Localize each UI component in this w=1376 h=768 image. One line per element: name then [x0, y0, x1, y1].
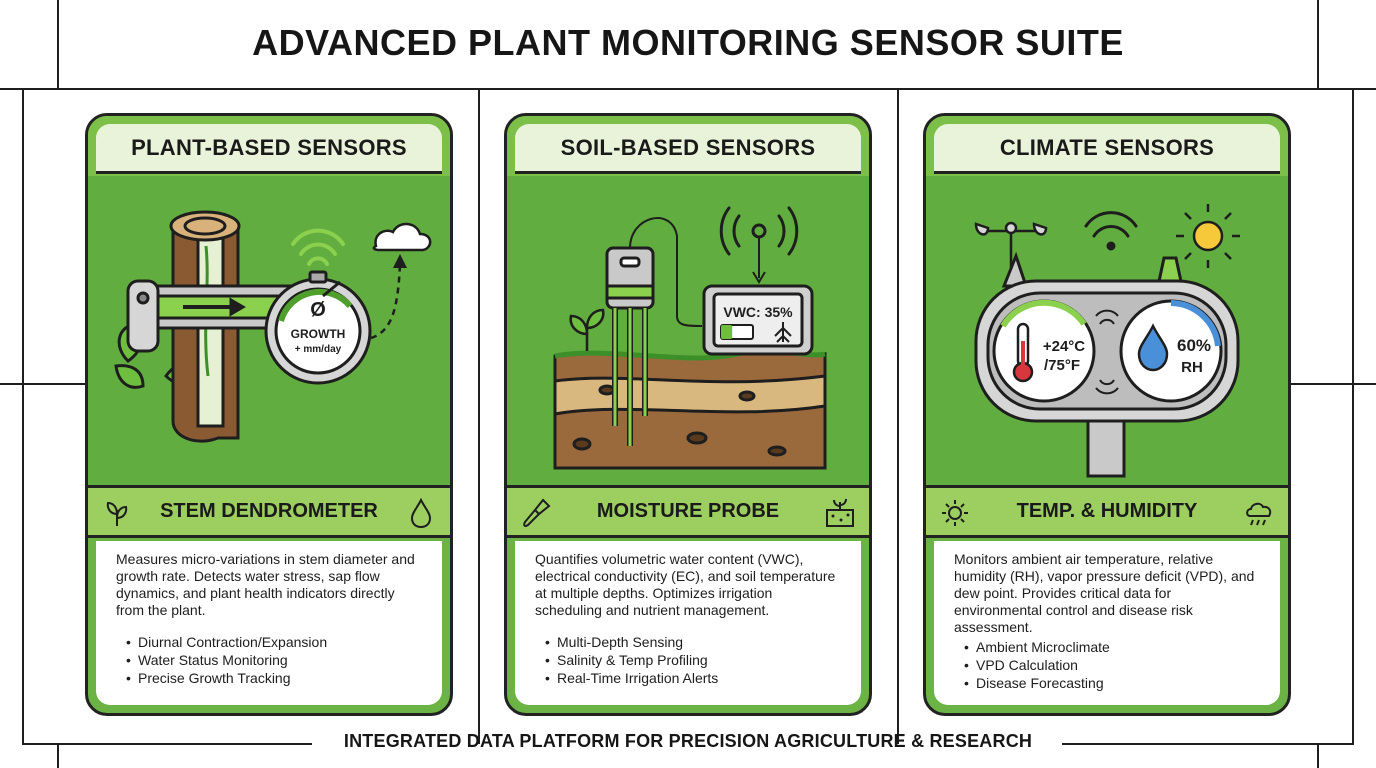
sensor-description: Monitors ambient air temperature, relati… [954, 551, 1255, 635]
list-item: Ambient Microclimate [964, 638, 1262, 656]
card-climate-sensors: CLIMATE SENSORS [923, 113, 1291, 716]
frame-horizontal-top [0, 88, 1376, 90]
card-header: CLIMATE SENSORS [926, 116, 1288, 176]
sensor-description: Quantifies volumetric water content (VWC… [535, 551, 836, 618]
card-soil-based-sensors: SOIL-BASED SENSORS [504, 113, 872, 716]
sensor-title-bar: MOISTURE PROBE [507, 488, 869, 538]
frame-right-inner [1352, 88, 1354, 744]
card-header-label: CLIMATE SENSORS [934, 124, 1280, 174]
sensor-title-bar: TEMP. & HUMIDITY [926, 488, 1288, 538]
humidity-unit: RH [1181, 359, 1203, 376]
wireless-signal-icon [1084, 211, 1138, 251]
list-item: Disease Forecasting [964, 674, 1262, 692]
feature-list: Ambient Microclimate VPD Calculation Dis… [954, 638, 1262, 692]
wireless-signal-icon [291, 228, 345, 266]
list-item: Diurnal Contraction/Expansion [126, 633, 424, 651]
cloud-icon [372, 222, 432, 252]
list-item: Water Status Monitoring [126, 651, 424, 669]
dendrometer-clamp [126, 279, 305, 353]
wireless-signal-icon [719, 206, 799, 256]
list-item: Real-Time Irrigation Alerts [545, 669, 843, 687]
frame-line-top-right [1317, 0, 1319, 88]
feature-list: Multi-Depth Sensing Salinity & Temp Prof… [535, 633, 843, 687]
frame-divider-1 [478, 88, 480, 744]
sensor-description: Measures micro-variations in stem diamet… [116, 551, 415, 618]
sensor-description-box: Monitors ambient air temperature, relati… [934, 541, 1280, 705]
sprout-icon [106, 501, 128, 526]
sun-icon [1176, 204, 1240, 268]
card-header: SOIL-BASED SENSORS [507, 116, 869, 176]
frame-horizontal-mid-right [1291, 383, 1376, 385]
anemometer-icon [974, 221, 1048, 276]
sensor-description-box: Measures micro-variations in stem diamet… [96, 541, 442, 705]
frame-divider-2 [897, 88, 899, 744]
gauge-label: GROWTH [291, 327, 346, 341]
frame-horizontal-mid [0, 383, 85, 385]
list-item: Salinity & Temp Profiling [545, 651, 843, 669]
feature-list: Diurnal Contraction/Expansion Water Stat… [116, 633, 424, 687]
sensor-title: TEMP. & HUMIDITY [1016, 500, 1198, 522]
frame-horizontal-bottom-right [1062, 743, 1354, 745]
rain-cloud-icon [1246, 502, 1272, 526]
frame-line-top [57, 0, 59, 88]
thermometer-icon [1012, 322, 1034, 383]
frame-left-inner [22, 88, 24, 744]
gauge-symbol: Ø [310, 299, 326, 321]
water-drop-icon [410, 497, 432, 529]
soil-cross-section [553, 348, 827, 470]
temperature-fahrenheit: /75°F [1044, 357, 1080, 374]
moisture-probe-illustration: VWC: 35% [507, 176, 869, 488]
sensor-title: STEM DENDROMETER [160, 500, 378, 522]
sensor-description-box: Quantifies volumetric water content (VWC… [515, 541, 861, 705]
growth-gauge [264, 270, 372, 385]
seedling-icon [569, 308, 605, 351]
vwc-reading: VWC: 35% [723, 304, 793, 320]
trowel-icon [523, 498, 551, 527]
gauge-unit: + mm/day [295, 344, 342, 355]
card-header: PLANT-BASED SENSORS [88, 116, 450, 176]
weather-station-body [974, 251, 1240, 478]
soil-sample-icon [826, 498, 854, 527]
frame-right-lower [1317, 743, 1319, 768]
stem-dendrometer-illustration: Ø GROWTH + mm/day [88, 176, 450, 488]
list-item: Precise Growth Tracking [126, 669, 424, 687]
moisture-probe [605, 217, 703, 446]
sensor-title: MOISTURE PROBE [596, 500, 780, 522]
list-item: Multi-Depth Sensing [545, 633, 843, 651]
humidity-drop-icon [1137, 323, 1169, 372]
card-plant-based-sensors: PLANT-BASED SENSORS [85, 113, 453, 716]
card-header-label: PLANT-BASED SENSORS [96, 124, 442, 174]
climate-station-illustration: +24°C /75°F 60% RH [926, 176, 1288, 488]
humidity-value: 60% [1177, 336, 1211, 355]
frame-left-lower [57, 743, 59, 768]
card-header-label: SOIL-BASED SENSORS [515, 124, 861, 174]
footer-tagline: INTEGRATED DATA PLATFORM FOR PRECISION A… [343, 731, 1033, 751]
sun-icon [942, 500, 968, 526]
page-title: ADVANCED PLANT MONITORING SENSOR SUITE [252, 22, 1124, 63]
reader-display [702, 238, 814, 356]
sensor-title-bar: STEM DENDROMETER [88, 488, 450, 538]
data-upload-arrow [370, 263, 402, 340]
frame-horizontal-bottom-left [22, 743, 312, 745]
list-item: VPD Calculation [964, 656, 1262, 674]
temperature-celsius: +24°C [1043, 338, 1085, 355]
